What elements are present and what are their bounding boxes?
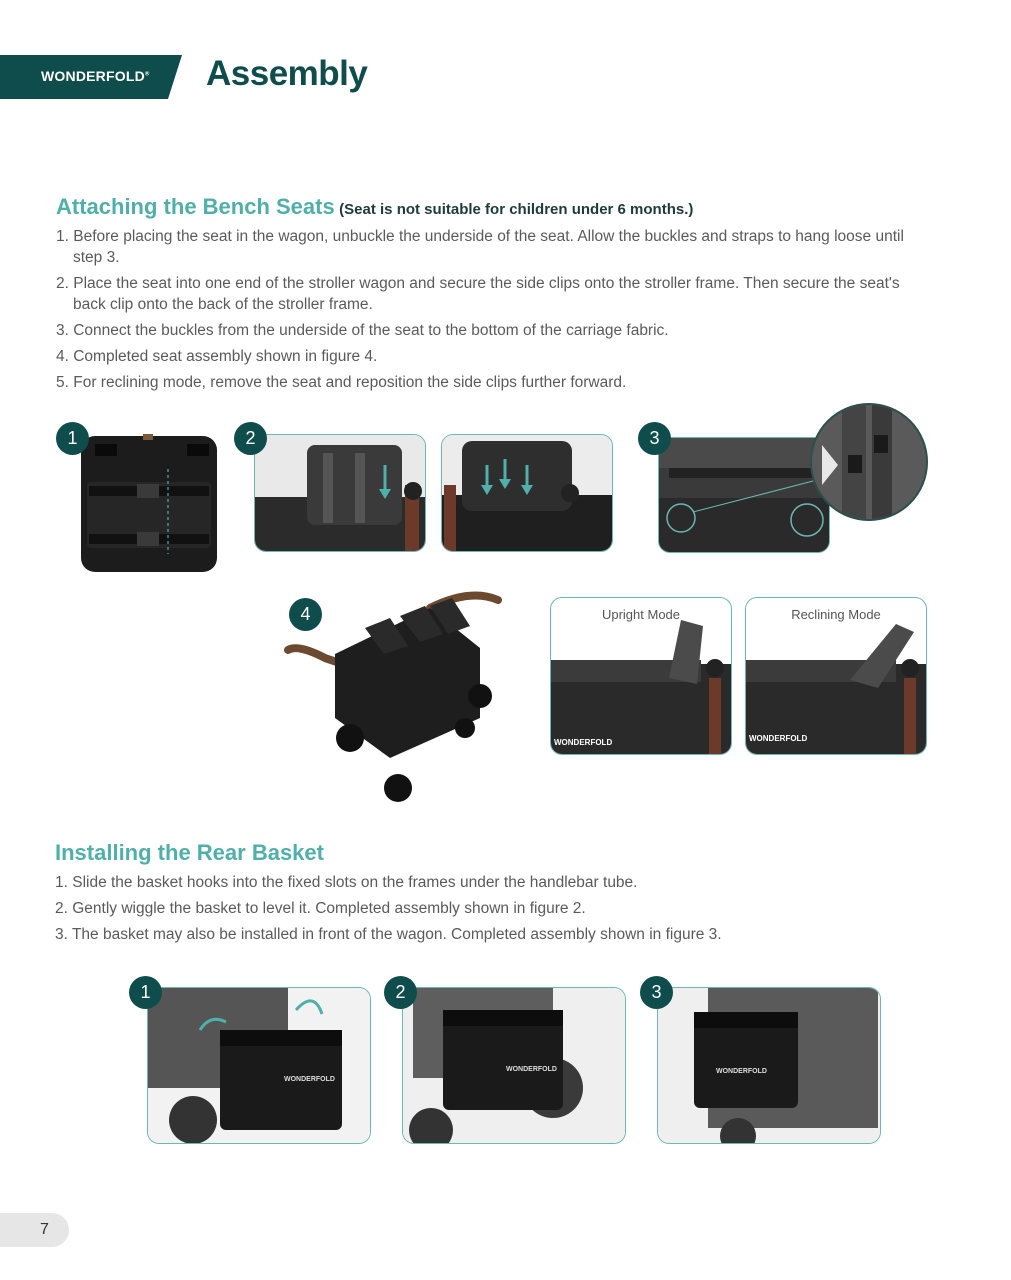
bench-step: 5. For reclining mode, remove the seat a… [56,374,627,391]
bench-age-note: (Seat is not suitable for children under… [339,201,694,218]
figure-badge-1: 1 [56,422,89,455]
basket-figure-2 [402,987,626,1144]
basket-logo-2: WONDERFOLD [506,1066,557,1073]
upright-mode-label: Upright Mode [601,607,681,622]
completed-wagon-image [280,588,505,803]
brand-logo: WONDERFOLD® [41,68,150,84]
page-number-tab: 7 [0,1213,69,1247]
basket-section-title: Installing the Rear Basket [55,840,324,865]
reclining-mode-panel: Reclining Mode WONDERFOLD [745,597,927,755]
page-number: 7 [40,1221,49,1238]
upright-mode-panel: Upright Mode WONDERFOLD [550,597,732,755]
page-title: Assembly [206,54,368,93]
bench-steps: 1. Before placing the seat in the wagon,… [56,226,916,398]
basket-steps: 1. Slide the basket hooks into the fixed… [55,872,915,950]
bench-step: 2. Place the seat into one end of the st… [56,275,900,313]
reclining-mode-label: Reclining Mode [791,607,881,622]
bench-section-heading: Attaching the Bench Seats (Seat is not s… [56,194,693,220]
basket-logo-1: WONDERFOLD [284,1076,335,1083]
buckle-connection-image [658,437,830,553]
bench-step: 4. Completed seat assembly shown in figu… [56,348,378,365]
basket-figure-3 [657,987,881,1144]
basket-step: 2. Gently wiggle the basket to level it.… [55,900,586,917]
basket-figure-1 [147,987,371,1144]
figure-badge-3: 3 [638,422,671,455]
seat-underside-image [79,434,219,574]
basket-badge-2: 2 [384,976,417,1009]
figure-badge-2: 2 [234,422,267,455]
basket-badge-1: 1 [129,976,162,1009]
seat-placement-image-a [254,434,426,552]
seat-placement-image-b [441,434,613,552]
basket-logo-3: WONDERFOLD [716,1068,767,1075]
reclining-panel-logo: WONDERFOLD [749,734,808,743]
upright-panel-logo: WONDERFOLD [554,738,613,747]
brand-band [0,55,182,99]
figure-badge-4: 4 [289,598,322,631]
bench-step: 1. Before placing the seat in the wagon,… [56,228,904,266]
basket-badge-3: 3 [640,976,673,1009]
basket-step: 1. Slide the basket hooks into the fixed… [55,874,638,891]
buckle-zoom-inset [810,403,928,521]
bench-section-title: Attaching the Bench Seats [56,194,335,219]
bench-step: 3. Connect the buckles from the undersid… [56,322,669,339]
basket-step: 3. The basket may also be installed in f… [55,926,722,943]
